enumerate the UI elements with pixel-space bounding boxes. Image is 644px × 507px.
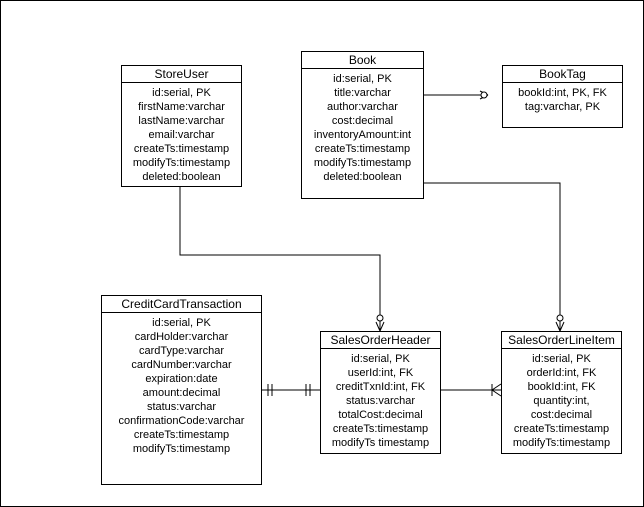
entity-field: cost:decimal	[530, 409, 593, 421]
entity-fields: id:serial, PK firstName:varchar lastName:v…	[122, 83, 241, 184]
entity-field: status:varchar	[146, 401, 217, 413]
entity-field: createTs:timestamp	[133, 143, 230, 155]
entity-title: StoreUser	[122, 66, 241, 83]
entity-title: SalesOrderHeader	[321, 332, 440, 349]
entity-field: id:serial, PK	[351, 353, 410, 365]
entity-field: modifyTs:timestamp	[132, 443, 231, 455]
entity-field: quantity:int,	[533, 395, 590, 407]
entity-field: createTs:timestamp	[133, 429, 230, 441]
entity-title: BookTag	[503, 66, 622, 83]
relationship-creditcardtxn-salesorderheader	[262, 384, 320, 396]
entity-fields: id:serial, PK cardHolder:varchar cardType:…	[102, 313, 261, 456]
entity-field: cardHolder:varchar	[134, 331, 229, 343]
entity-field: createTs:timestamp	[332, 423, 429, 435]
entity-field: creditTxnId:int, FK	[335, 381, 426, 393]
entity-book: Book id:serial, PK title:varchar author:va…	[301, 51, 424, 199]
entity-field: cardType:varchar	[139, 345, 224, 357]
entity-title: SalesOrderLineItem	[502, 332, 621, 349]
entity-field: firstName:varchar	[138, 101, 225, 113]
entity-booktag: BookTag bookId:int, PK, FK tag:varchar, P…	[502, 65, 623, 128]
entity-field: id:serial, PK	[532, 353, 591, 365]
entity-field: confirmationCode:varchar	[118, 415, 245, 427]
entity-field: tag:varchar, PK	[524, 101, 601, 113]
entity-title: CreditCardTransaction	[102, 296, 261, 313]
entity-field: createTs:timestamp	[314, 143, 411, 155]
entity-field: lastName:varchar	[138, 115, 225, 127]
entity-field: cost:decimal	[331, 115, 394, 127]
entity-field: expiration:date	[145, 373, 218, 385]
entity-salesorderlineitem: SalesOrderLineItem id:serial, PK orderId:…	[501, 331, 622, 454]
entity-field: author:varchar	[327, 101, 398, 113]
entity-field: deleted:boolean	[323, 171, 402, 183]
entity-field: modifyTs timestamp	[331, 437, 430, 449]
entity-storeuser: StoreUser id:serial, PK firstName:varchar…	[121, 65, 242, 187]
entity-field: bookId:int, FK	[527, 381, 596, 393]
entity-salesorderheader: SalesOrderHeader id:serial, PK userId:int…	[320, 331, 441, 454]
entity-field: status:varchar	[345, 395, 416, 407]
entity-field: modifyTs:timestamp	[313, 157, 412, 169]
entity-field: amount:decimal	[142, 387, 221, 399]
entity-field: orderId:int, FK	[526, 367, 597, 379]
entity-field: email:varchar	[148, 129, 215, 141]
entity-field: cardNumber:varchar	[131, 359, 232, 371]
relationship-book-salesorderlineitem	[424, 182, 565, 332]
entity-field: id:serial, PK	[333, 73, 392, 85]
entity-field: deleted:boolean	[142, 171, 221, 183]
entity-field: userId:int, FK	[347, 367, 414, 379]
entity-field: bookId:int, PK, FK	[518, 87, 607, 99]
entity-field: id:serial, PK	[152, 87, 211, 99]
entity-creditcardtransaction: CreditCardTransaction id:serial, PK cardH…	[101, 295, 262, 485]
entity-fields: id:serial, PK userId:int, FK creditTxnId:i…	[321, 349, 440, 450]
entity-fields: bookId:int, PK, FK tag:varchar, PK	[503, 83, 622, 114]
entity-title: Book	[302, 52, 423, 69]
relationship-storeuser-salesorderheader	[179, 187, 385, 332]
entity-field: createTs:timestamp	[513, 423, 610, 435]
entity-field: id:serial, PK	[152, 317, 211, 329]
entity-field: modifyTs:timestamp	[512, 437, 611, 449]
relationship-book-booktag	[424, 90, 489, 100]
entity-fields: id:serial, PK orderId:int, FK bookId:int, …	[502, 349, 621, 450]
entity-field: title:varchar	[334, 87, 391, 99]
entity-field: totalCost:decimal	[338, 409, 423, 421]
relationship-salesorderheader-lineitem	[441, 383, 502, 397]
entity-fields: id:serial, PK title:varchar author:varchar…	[302, 69, 423, 184]
entity-field: inventoryAmount:int	[313, 129, 412, 141]
entity-field: modifyTs:timestamp	[132, 157, 231, 169]
